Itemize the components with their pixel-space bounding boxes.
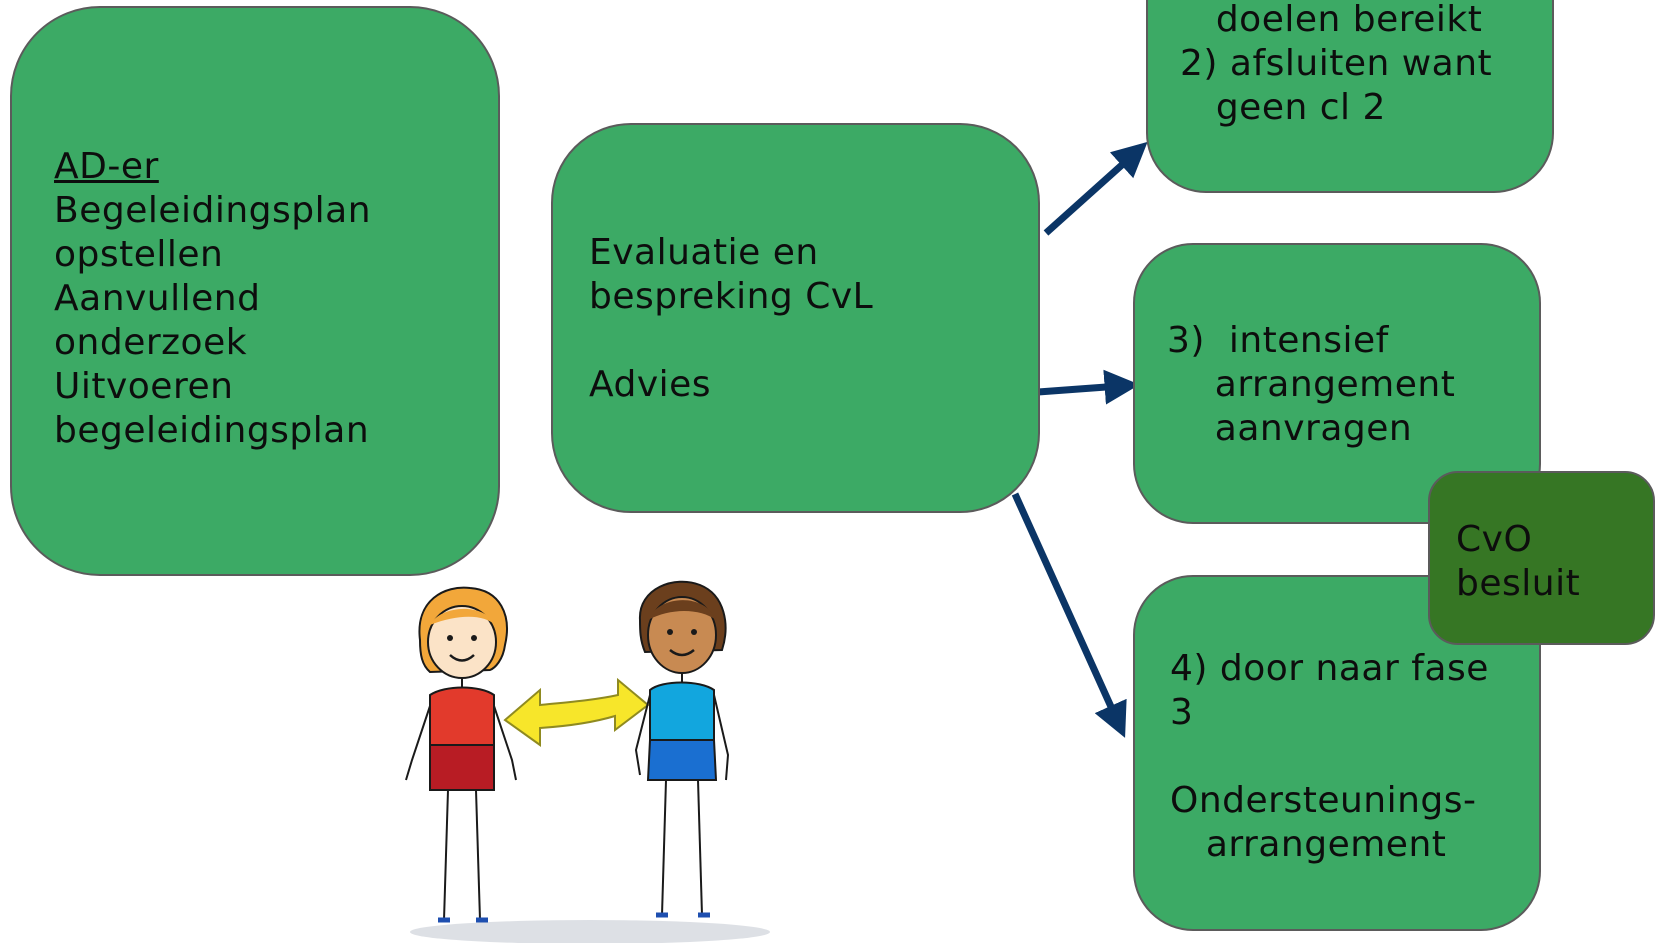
cvo-line-1: CvO <box>1456 519 1533 560</box>
fase3-line-4: arrangement <box>1170 824 1447 865</box>
fase3-spacer <box>1170 735 1489 779</box>
evaluatie-text: Evaluatie en bespreking CvL Advies <box>589 231 873 407</box>
begeleidingsplan-text: AD-er Begeleidingsplan opstellen Aanvull… <box>54 145 371 453</box>
intensief-line-1: 3) intensief <box>1167 320 1389 361</box>
arrow-to-intensief <box>1037 369 1140 405</box>
cvo-text: CvO besluit <box>1456 518 1580 606</box>
person-red-icon <box>405 586 517 923</box>
evaluatie-line-1: Evaluatie en <box>589 232 819 273</box>
exchange-arrow-icon <box>503 677 650 747</box>
begeleidingsplan-box: AD-er Begeleidingsplan opstellen Aanvull… <box>10 6 500 576</box>
evaluatie-box: Evaluatie en bespreking CvL Advies <box>551 123 1040 513</box>
afsluiten-line-2: 2) afsluiten want <box>1180 43 1493 84</box>
fase3-text: 4) door naar fase 3 Ondersteunings- arra… <box>1170 647 1489 867</box>
fase3-line-3: Ondersteunings- <box>1170 780 1477 821</box>
evaluatie-line-3: Advies <box>589 364 712 405</box>
afsluiten-line-1: doelen bereikt <box>1180 0 1483 40</box>
begeleiding-line-3: Aanvullend <box>54 278 261 319</box>
intensief-line-3: aanvragen <box>1167 408 1413 449</box>
role-heading: AD-er <box>54 146 159 187</box>
two-people-exchange-icon <box>405 580 770 943</box>
begeleiding-line-1: Begeleidingsplan <box>54 190 372 231</box>
arrow-to-afsluiten <box>1043 141 1148 236</box>
afsluiten-text: doelen bereikt 2) afsluiten want geen cl… <box>1180 0 1492 130</box>
evaluatie-line-2: bespreking CvL <box>589 276 874 317</box>
cvo-line-2: besluit <box>1456 563 1581 604</box>
evaluatie-spacer <box>589 319 873 363</box>
begeleiding-line-5: Uitvoeren <box>54 366 234 407</box>
fase3-line-2: 3 <box>1170 692 1194 733</box>
arrow-to-fase3 <box>1011 492 1127 738</box>
fase3-line-1: 4) door naar fase <box>1170 648 1489 689</box>
cvo-besluit-box: CvO besluit <box>1428 471 1655 645</box>
person-blue-icon <box>634 580 730 918</box>
begeleiding-line-4: onderzoek <box>54 322 248 363</box>
intensief-line-2: arrangement <box>1167 364 1456 405</box>
afsluiten-box: doelen bereikt 2) afsluiten want geen cl… <box>1146 0 1554 193</box>
intensief-text: 3) intensief arrangement aanvragen <box>1167 319 1455 451</box>
afsluiten-line-3: geen cl 2 <box>1180 87 1386 128</box>
begeleiding-line-2: opstellen <box>54 234 224 275</box>
intensief-box: 3) intensief arrangement aanvragen <box>1133 243 1541 524</box>
begeleiding-line-6: begeleidingsplan <box>54 410 370 451</box>
